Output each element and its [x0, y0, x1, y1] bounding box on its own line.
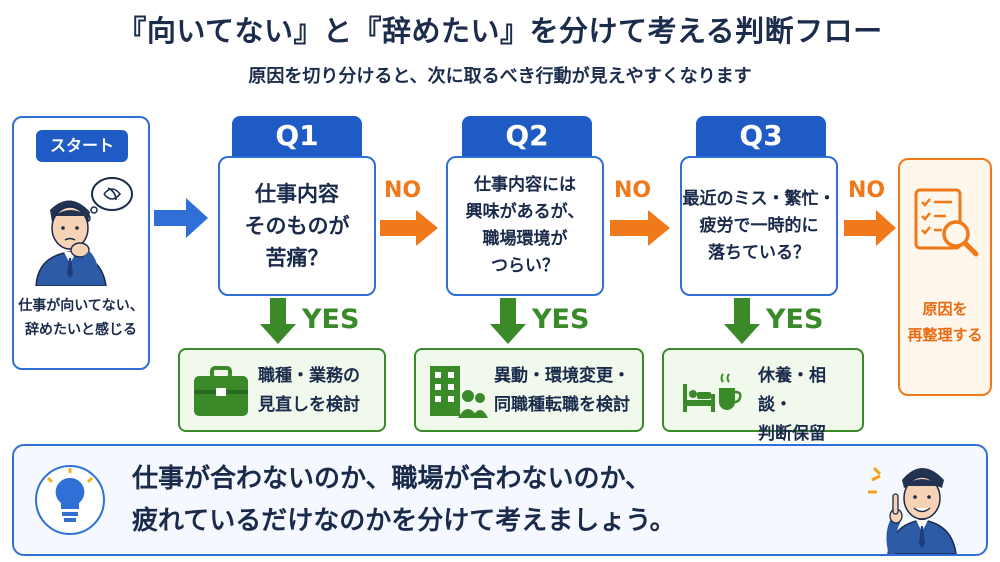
yes-label-3: YES	[766, 304, 824, 335]
arrow-start-to-q1	[154, 198, 208, 238]
q2-text: 仕事内容には 興味があるが、 職場環境が つらい？	[465, 175, 585, 276]
arrow-q3-no	[844, 210, 896, 246]
arrow-q1-no	[380, 210, 438, 246]
q2-box: 仕事内容には 興味があるが、 職場環境が つらい？	[446, 156, 604, 296]
page-subtitle: 原因を切り分けると、次に取るべき行動が見えやすくなります	[248, 66, 752, 87]
office-people-icon	[430, 366, 488, 418]
arrow-q3-yes	[724, 298, 760, 344]
result-box-3: 休養・相談・ 判断保留	[662, 348, 864, 444]
yes-label-1: YES	[302, 304, 360, 335]
briefcase-icon	[194, 366, 248, 416]
arrow-q2-no	[610, 210, 670, 246]
yes-label-2: YES	[532, 304, 590, 335]
q1-box: 仕事内容 そのものが 苦痛？	[218, 156, 376, 296]
final-box: 原因を 再整理する	[898, 158, 992, 396]
result-text-1: 職種・業務の 見直しを検討	[258, 366, 360, 415]
q1-tab: Q1	[232, 116, 362, 156]
q3-tab: Q3	[696, 116, 826, 156]
result-box-2: 異動・環境変更・ 同職種転職を検討	[414, 348, 644, 432]
bottom-message: 仕事が合わないのか、職場が合わないのか、 疲れているだけなのかを分けて考えましょ…	[132, 458, 852, 542]
start-badge: スタート	[36, 130, 128, 162]
lightbulb-icon	[35, 465, 105, 535]
q3-box: 最近のミス・繁忙・ 疲労で一時的に 落ちている？	[680, 156, 838, 296]
q1-text: 仕事内容 そのものが 苦痛？	[244, 182, 350, 270]
no-label-1: NO	[384, 178, 422, 203]
no-label-2: NO	[614, 178, 652, 203]
start-text: 仕事が向いてない、 辞めたいと感じる	[18, 298, 144, 338]
bottom-line-1: 仕事が合わないのか、職場が合わないのか、	[132, 464, 651, 494]
result-box-1: 職種・業務の 見直しを検討	[178, 348, 386, 432]
page-title: 『向いてない』と『辞めたい』を分けて考える判断フロー	[117, 14, 883, 48]
result-text-3: 休養・相談・ 判断保留	[758, 366, 826, 444]
no-label-3: NO	[848, 178, 886, 203]
arrow-q2-yes	[490, 298, 526, 344]
q3-text: 最近のミス・繁忙・ 疲労で一時的に 落ちている？	[682, 188, 836, 263]
thinking-person-icon	[35, 177, 133, 286]
pointing-man-icon	[868, 466, 957, 554]
result-text-2: 異動・環境変更・ 同職種転職を検討	[494, 366, 630, 415]
q2-tab: Q2	[462, 116, 592, 156]
bottom-summary-bar: 仕事が合わないのか、職場が合わないのか、 疲れているだけなのかを分けて考えましょ…	[12, 444, 988, 556]
checklist-search-icon	[914, 188, 979, 257]
bottom-line-2: 疲れているだけなのかを分けて考えましょう。	[132, 506, 676, 536]
rest-coffee-icon	[683, 373, 742, 412]
start-card: スタート 仕事が向いてない、 辞めたいと感じる	[12, 116, 150, 370]
arrow-q1-yes	[260, 298, 296, 344]
final-text: 原因を 再整理する	[907, 300, 983, 344]
